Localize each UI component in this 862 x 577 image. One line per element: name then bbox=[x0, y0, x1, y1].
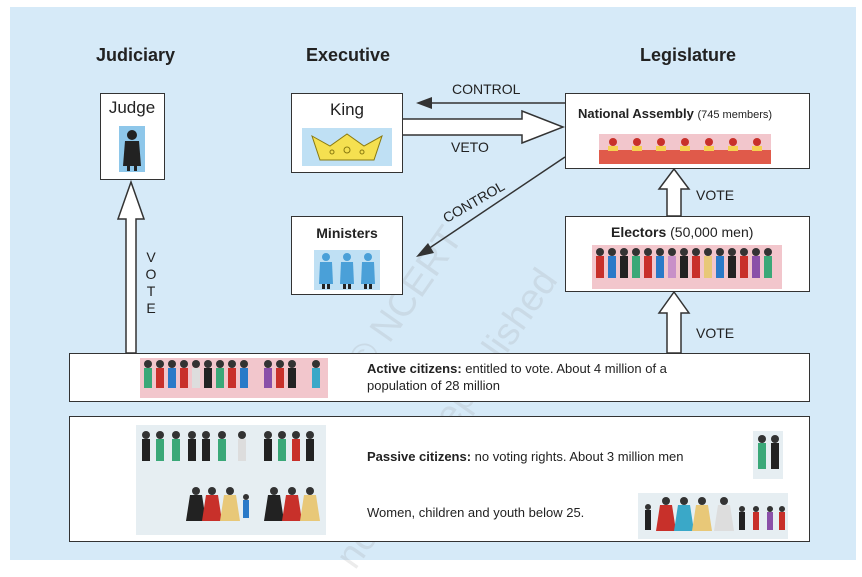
label-vote-lower: VOTE bbox=[696, 325, 735, 341]
assembly-name: National Assembly bbox=[578, 106, 694, 121]
vote-letter-v: V bbox=[146, 249, 156, 265]
electors-name: Electors bbox=[611, 224, 667, 240]
ministers-figures-icon bbox=[314, 250, 380, 290]
ministers-box: Ministers bbox=[291, 216, 403, 295]
ministers-label: Ministers bbox=[316, 225, 378, 241]
king-label: King bbox=[329, 100, 365, 119]
arrow-vote-lower bbox=[657, 290, 691, 354]
national-assembly-box: National Assembly (745 members) bbox=[565, 93, 810, 169]
active-citizens-box: Active citizens: entitled to vote. About… bbox=[69, 353, 810, 402]
label-veto: VETO bbox=[451, 139, 489, 155]
active-citizens-figures-icon bbox=[140, 358, 328, 398]
passive-citizens-figures-icon bbox=[136, 425, 326, 535]
label-vote-vertical: V O T E bbox=[144, 249, 158, 317]
vote-letter-e: E bbox=[146, 300, 156, 316]
judge-label: Judge bbox=[108, 98, 156, 117]
passive-citizens-text: Passive citizens: no voting rights. Abou… bbox=[367, 449, 684, 464]
arrows-layer bbox=[116, 97, 691, 354]
active-citizens-bold: Active citizens: bbox=[367, 361, 462, 376]
women-children-figures-icon bbox=[638, 493, 788, 539]
passive-citizens-box: Passive citizens: no voting rights. Abou… bbox=[69, 416, 810, 542]
passive-citizens-bold: Passive citizens: bbox=[367, 449, 472, 464]
electors-title: Electors (50,000 men) bbox=[611, 224, 753, 240]
active-citizens-desc1: entitled to vote. About 4 million of a bbox=[461, 361, 667, 376]
arrow-control-diag bbox=[416, 156, 566, 257]
separation-of-powers-diagram: © NCERT not to be republished Judiciary … bbox=[10, 7, 856, 576]
arrow-control-top bbox=[416, 97, 565, 109]
women-children-text: Women, children and youth below 25. bbox=[367, 505, 585, 520]
electors-count: (50,000 men) bbox=[670, 224, 754, 240]
active-citizens-desc2: population of 28 million bbox=[367, 378, 500, 393]
heading-legislature: Legislature bbox=[640, 45, 737, 65]
electors-box: Electors (50,000 men) bbox=[565, 216, 810, 292]
passive-citizens-desc: no voting rights. About 3 million men bbox=[471, 449, 684, 464]
heading-executive: Executive bbox=[306, 45, 391, 65]
label-vote-upper: VOTE bbox=[696, 187, 735, 203]
assembly-figures-icon bbox=[599, 134, 771, 164]
arrow-veto bbox=[401, 109, 566, 145]
electors-figures-icon bbox=[592, 245, 782, 289]
judge-figure-icon bbox=[119, 126, 145, 172]
king-box: King bbox=[291, 93, 403, 173]
passive-men-figures-icon bbox=[753, 431, 783, 479]
assembly-title: National Assembly (745 members) bbox=[578, 106, 772, 121]
assembly-members: (745 members) bbox=[697, 109, 773, 121]
arrow-vote-judge bbox=[116, 179, 146, 354]
label-control-top: CONTROL bbox=[452, 81, 521, 97]
heading-judiciary: Judiciary bbox=[96, 45, 176, 65]
arrow-vote-upper bbox=[657, 167, 691, 217]
active-citizens-text: Active citizens: entitled to vote. About… bbox=[367, 360, 747, 394]
crown-icon bbox=[302, 128, 392, 166]
vote-letter-o: O bbox=[145, 266, 157, 282]
judge-box: Judge bbox=[100, 93, 165, 180]
vote-letter-t: T bbox=[146, 283, 156, 299]
